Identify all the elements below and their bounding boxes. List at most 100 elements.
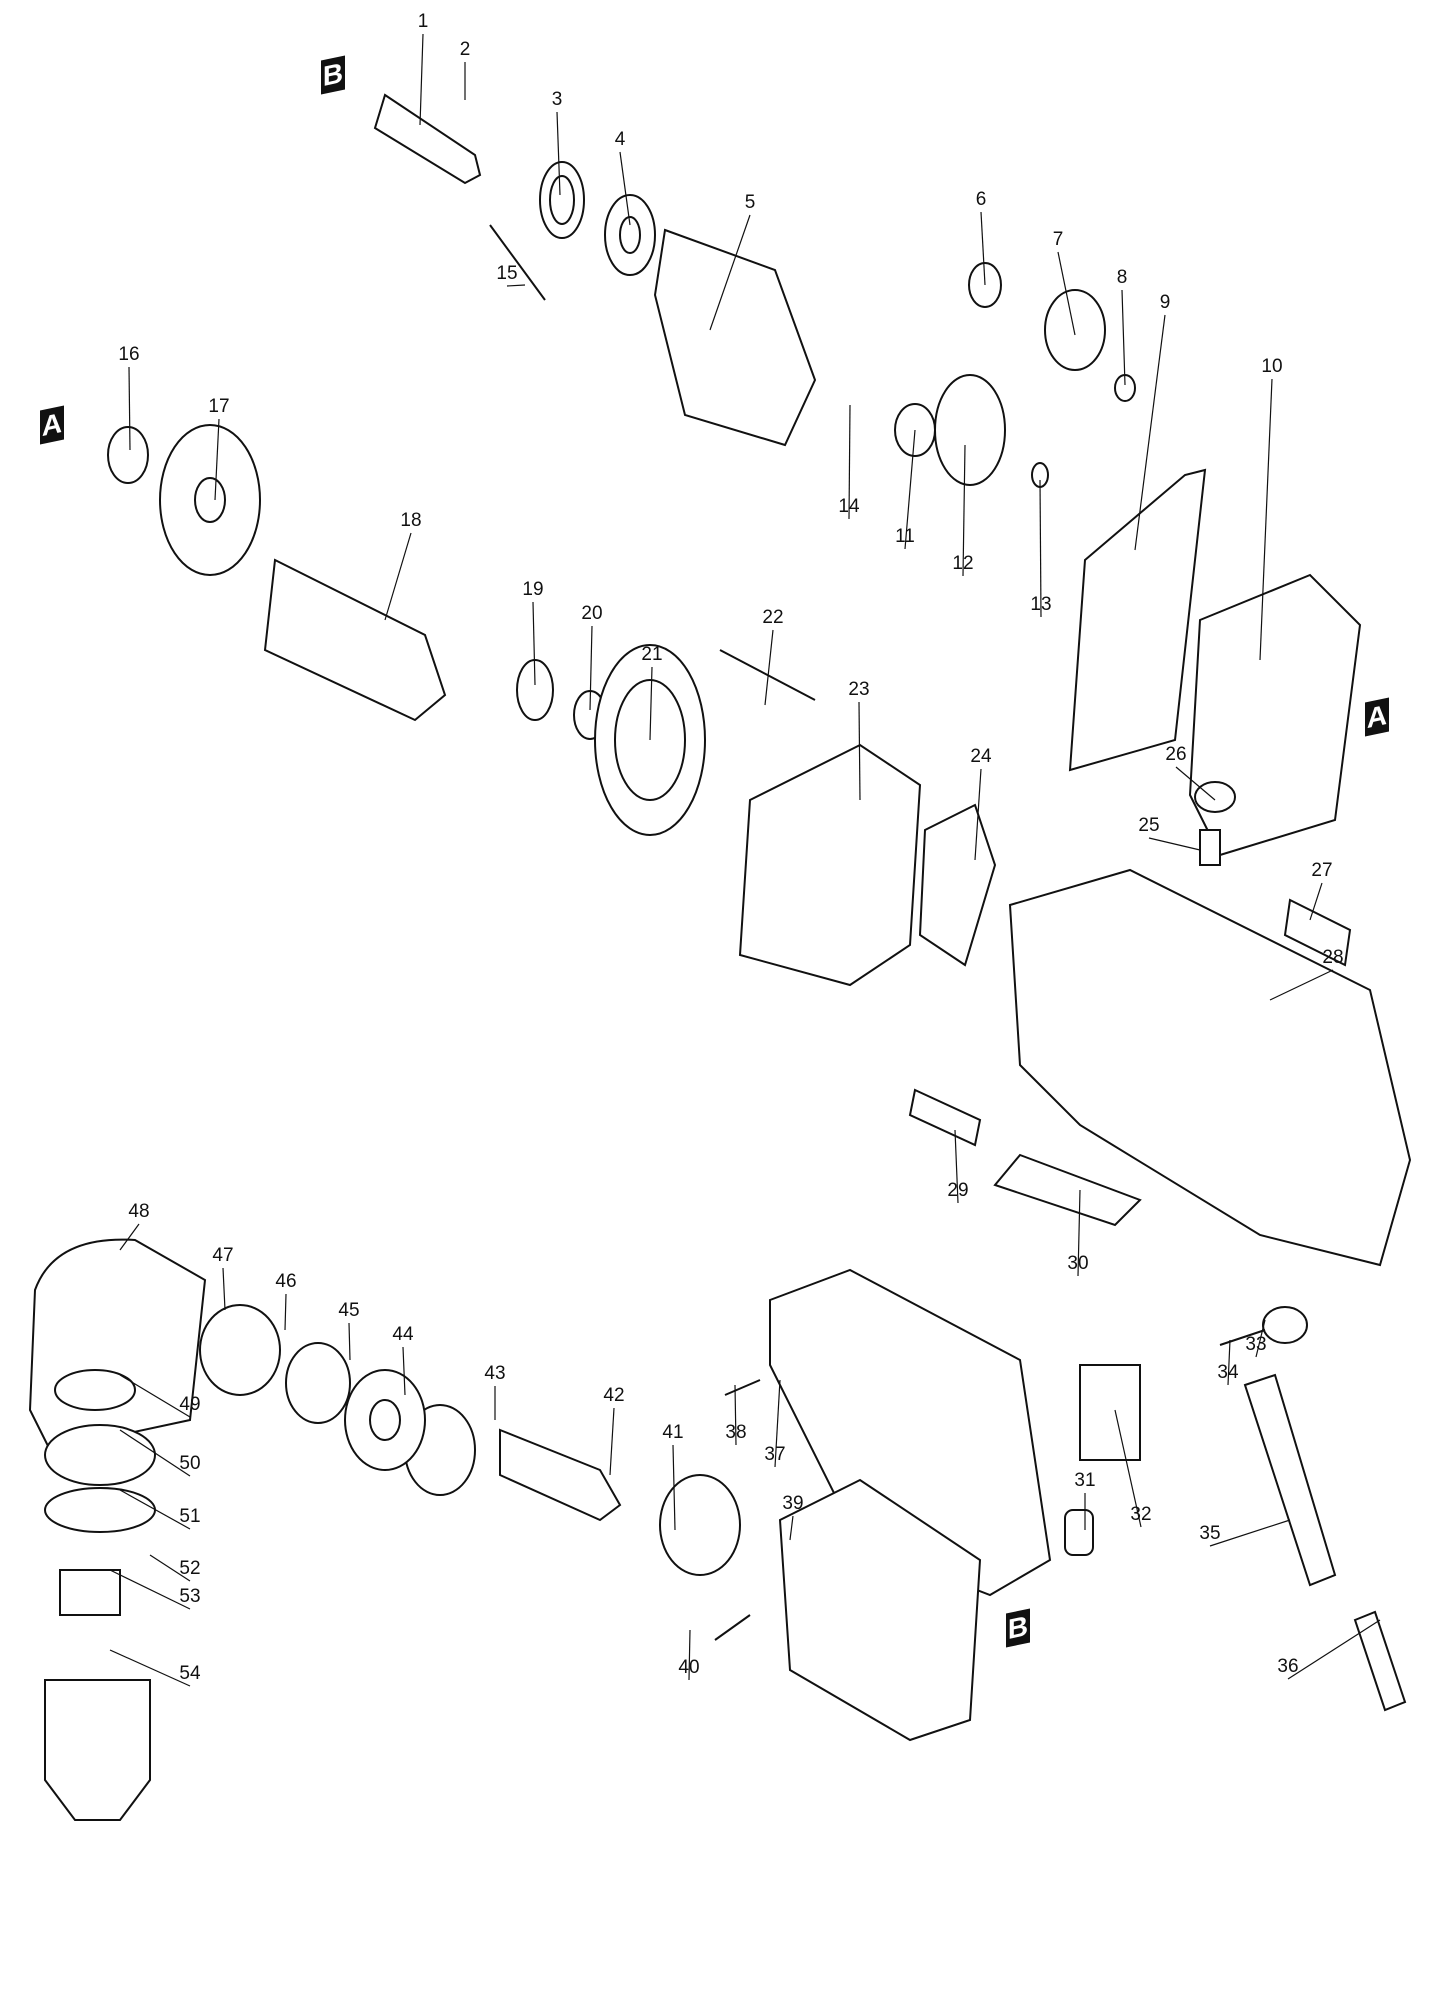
part-label-24: 24 [970, 746, 992, 767]
part-label-11: 11 [895, 526, 915, 547]
leader-line-51 [119, 1489, 191, 1530]
leader-line-47 [222, 1267, 226, 1311]
part-label-13: 13 [1030, 594, 1052, 615]
part-label-47: 47 [212, 1245, 234, 1266]
part-label-26: 26 [1165, 744, 1187, 765]
part-label-41: 41 [662, 1422, 684, 1443]
leader-line-44 [402, 1346, 406, 1396]
part-label-23: 23 [848, 679, 870, 700]
part-label-25: 25 [1138, 815, 1160, 836]
part-label-51: 51 [179, 1506, 201, 1527]
part-label-10: 10 [1261, 356, 1283, 377]
part-label-7: 7 [1052, 229, 1064, 250]
part-label-20: 20 [581, 603, 603, 624]
leader-line-12 [962, 444, 966, 577]
leader-line-18 [384, 532, 412, 621]
part-label-44: 44 [392, 1324, 414, 1345]
leader-line-23 [858, 701, 861, 801]
reference-marker-a: A [40, 405, 64, 445]
leader-line-29 [954, 1129, 959, 1204]
leader-line-34 [1227, 1339, 1231, 1386]
leader-line-38 [734, 1384, 737, 1446]
part-label-12: 12 [952, 553, 974, 574]
leader-line-49 [119, 1374, 191, 1418]
part-label-34: 34 [1217, 1362, 1239, 1383]
leader-line-22 [764, 629, 774, 706]
leader-line-19 [532, 601, 536, 686]
part-label-2: 2 [459, 39, 471, 60]
leader-line-30 [1077, 1189, 1081, 1277]
leader-line-33 [1255, 1319, 1266, 1358]
part-label-28: 28 [1322, 947, 1344, 968]
leader-line-17 [214, 418, 220, 501]
part-label-54: 54 [179, 1663, 201, 1684]
leader-line-1 [419, 33, 424, 126]
leader-line-37 [774, 1379, 781, 1468]
leader-line-40 [688, 1629, 691, 1681]
part-label-49: 49 [179, 1394, 201, 1415]
part-label-39: 39 [782, 1493, 804, 1514]
leader-line-21 [649, 666, 653, 741]
leader-line-24 [974, 768, 982, 861]
part-label-53: 53 [179, 1586, 201, 1607]
leader-line-32 [1114, 1409, 1142, 1528]
part-label-9: 9 [1159, 292, 1171, 313]
part-label-46: 46 [275, 1271, 297, 1292]
reference-marker-b: B [1006, 1608, 1030, 1648]
leader-line-8 [1121, 289, 1126, 386]
part-shapes [28, 93, 1412, 1821]
part-label-27: 27 [1311, 860, 1333, 881]
leader-line-35 [1209, 1519, 1291, 1547]
part-label-21: 21 [641, 644, 663, 665]
part-label-15: 15 [496, 263, 518, 284]
leader-lines [109, 33, 1381, 1687]
leader-line-42 [609, 1407, 615, 1476]
reference-marker-a: A [1365, 697, 1389, 737]
part-label-43: 43 [484, 1363, 506, 1384]
part-label-17: 17 [208, 396, 230, 417]
leader-line-48 [119, 1223, 140, 1251]
part-label-50: 50 [179, 1453, 201, 1474]
leader-line-26 [1175, 766, 1216, 801]
leader-line-7 [1057, 251, 1076, 336]
part-label-16: 16 [118, 344, 140, 365]
leader-line-9 [1134, 314, 1166, 551]
leader-line-6 [980, 211, 986, 286]
leader-line-52 [149, 1554, 191, 1582]
leader-line-3 [556, 111, 561, 196]
leader-line-4 [619, 151, 631, 226]
leader-line-45 [348, 1322, 351, 1361]
leader-line-41 [672, 1444, 676, 1531]
leader-line-27 [1309, 882, 1323, 921]
leader-line-39 [789, 1515, 794, 1541]
part-label-8: 8 [1116, 267, 1128, 288]
part-label-18: 18 [400, 510, 422, 531]
part-label-1: 1 [417, 11, 429, 32]
leader-line-10 [1259, 378, 1273, 661]
part-label-36: 36 [1277, 1656, 1299, 1677]
leader-line-28 [1269, 969, 1334, 1001]
leader-line-36 [1287, 1619, 1381, 1680]
part-label-42: 42 [603, 1385, 625, 1406]
part-label-22: 22 [762, 607, 784, 628]
part-label-35: 35 [1199, 1523, 1221, 1544]
part-label-37: 37 [764, 1444, 786, 1465]
part-label-6: 6 [975, 189, 987, 210]
part-label-48: 48 [128, 1201, 150, 1222]
leader-line-46 [284, 1293, 287, 1331]
leader-line-25 [1148, 837, 1201, 851]
leader-line-15 [506, 284, 526, 287]
leader-line-13 [1039, 479, 1042, 618]
reference-marker-b: B [321, 55, 345, 95]
leader-line-5 [709, 214, 751, 331]
part-label-14: 14 [838, 496, 860, 517]
leader-line-16 [128, 366, 131, 451]
part-label-31: 31 [1074, 1470, 1096, 1491]
part-label-52: 52 [179, 1558, 201, 1579]
part-label-3: 3 [551, 89, 563, 110]
leader-line-53 [109, 1569, 191, 1610]
part-label-32: 32 [1130, 1504, 1152, 1525]
part-label-33: 33 [1245, 1334, 1267, 1355]
